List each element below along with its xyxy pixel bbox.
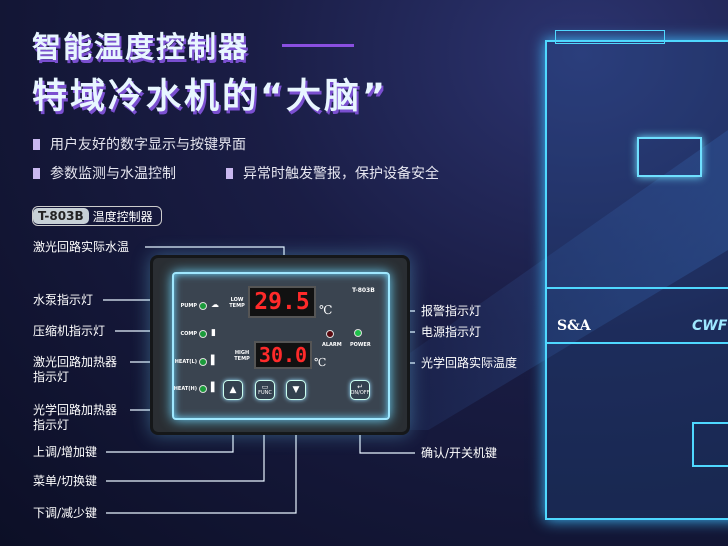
callout-laser-heater-led: 激光回路加热器指示灯 — [33, 355, 118, 384]
comp-label: COMP — [180, 331, 197, 337]
callout-down-key: 下调/减少键 — [33, 506, 98, 520]
callout-pump-led: 水泵指示灯 — [33, 293, 94, 307]
feature-1: 用户友好的数字显示与按键界面 — [33, 134, 246, 154]
feature-2: 参数监测与水温控制 — [33, 163, 176, 183]
feature-3: 异常时触发警报，保护设备安全 — [226, 163, 439, 183]
arrow-down-icon: ▼ — [292, 384, 300, 395]
panel-model: T-803B — [352, 287, 375, 294]
compressor-icon: ▮ — [211, 328, 216, 338]
menu-icon: ▭ — [261, 383, 269, 391]
high-temp-label: HIGH TEMP — [234, 350, 250, 362]
bullet-icon — [33, 167, 40, 179]
pump-led — [199, 302, 207, 310]
headline-line1: 智能温度控制器 — [32, 30, 250, 64]
bullet-icon — [226, 167, 233, 179]
callout-optics-heater-led: 光学回路加热器指示灯 — [33, 403, 118, 432]
heat-l-label: HEAT(L) — [174, 359, 197, 365]
heater-icon: ▌ — [211, 383, 218, 393]
pump-label: PUMP — [180, 303, 197, 309]
high-temp-display: 30.0 — [254, 341, 312, 369]
bullet-icon — [33, 138, 40, 150]
heat-h-label: HEAT(H) — [173, 386, 197, 392]
power-led — [354, 329, 362, 337]
callout-optics-temp: 光学回路实际温度 — [421, 356, 518, 370]
high-temp-unit: ℃ — [314, 356, 327, 369]
callout-func-key: 菜单/切换键 — [33, 474, 98, 488]
callout-comp-led: 压缩机指示灯 — [33, 324, 106, 338]
alarm-led — [326, 330, 334, 338]
onoff-button[interactable]: ↵ON/OFF — [350, 380, 370, 400]
low-temp-unit: ℃ — [319, 303, 333, 317]
pump-icon: ☁ — [211, 300, 219, 309]
chiller-model: CWF — [692, 318, 728, 334]
callout-power-led: 电源指示灯 — [421, 325, 482, 339]
callout-onoff-key: 确认/开关机键 — [421, 446, 498, 460]
low-temp-display: 29.5 — [248, 286, 316, 318]
callout-up-key: 上调/增加键 — [33, 445, 98, 459]
down-button[interactable]: ▼ — [286, 380, 306, 400]
power-label: POWER — [350, 342, 371, 348]
func-button[interactable]: ▭FUNC — [255, 380, 275, 400]
callout-alarm-led: 报警指示灯 — [421, 304, 482, 318]
headline-line2: 特域冷水机的“大脑” — [32, 77, 389, 117]
up-button[interactable]: ▲ — [223, 380, 243, 400]
heat-l-led — [199, 358, 207, 366]
arrow-up-icon: ▲ — [229, 384, 237, 395]
chiller-illustration: S&A CWF — [545, 30, 728, 520]
callout-laser-water-temp: 激光回路实际水温 — [33, 240, 130, 254]
heat-h-led — [199, 385, 207, 393]
heater-icon: ▌ — [211, 356, 218, 366]
low-temp-label: LOW TEMP — [229, 297, 245, 309]
comp-led — [199, 330, 207, 338]
enter-icon: ↵ — [357, 383, 363, 391]
alarm-label: ALARM — [322, 342, 342, 348]
chiller-brand: S&A — [557, 318, 591, 334]
headline-dash — [282, 44, 354, 47]
